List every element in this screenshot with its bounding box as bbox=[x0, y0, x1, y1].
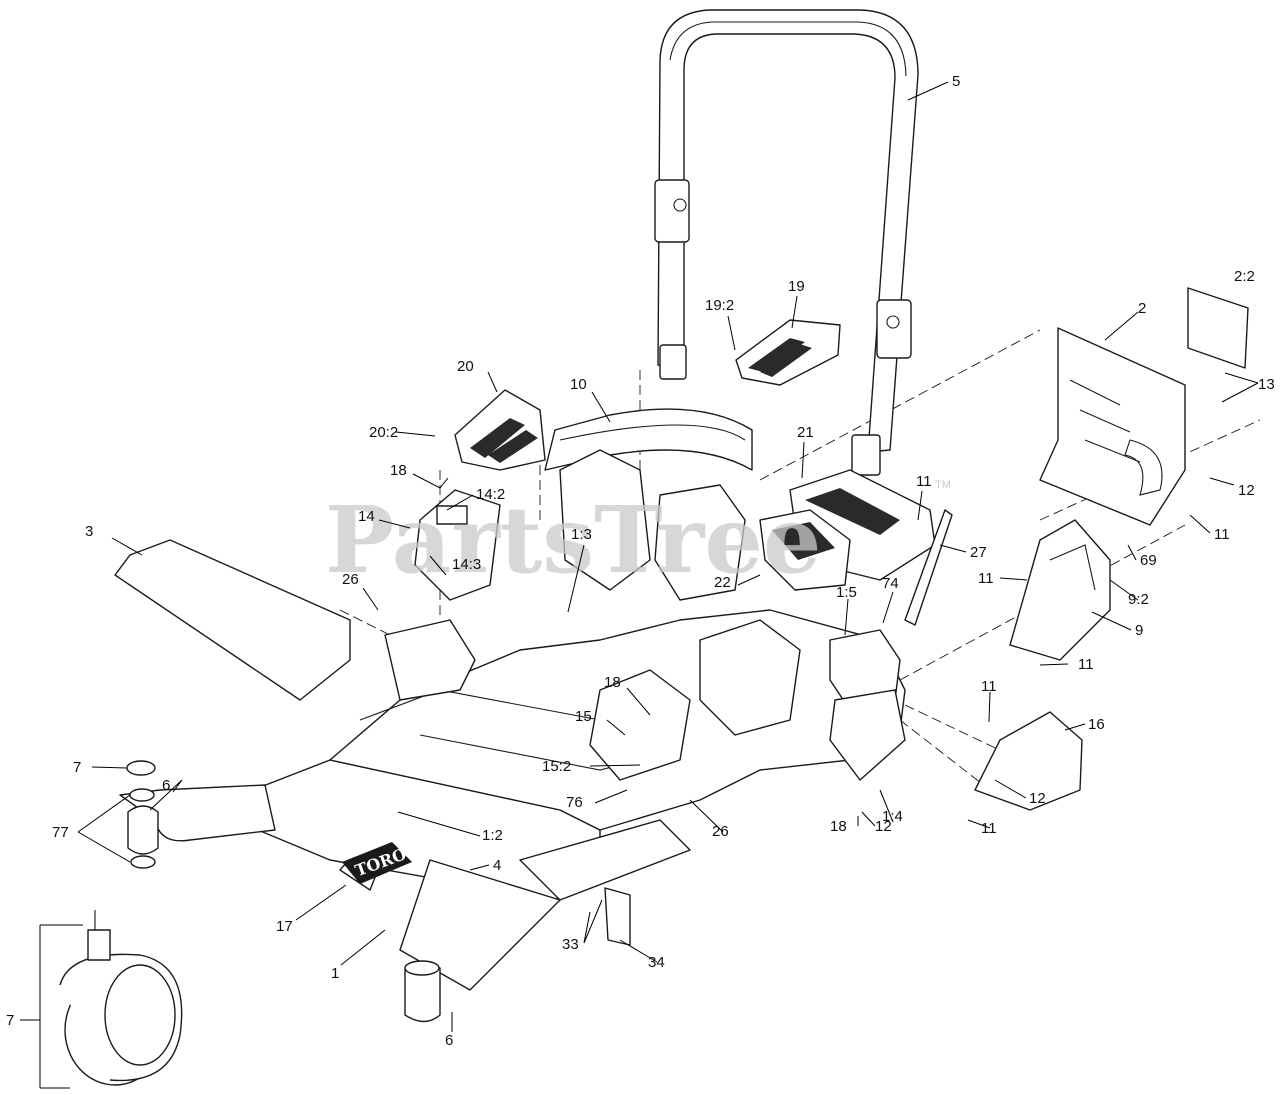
callout-15: 15 bbox=[575, 708, 592, 725]
panel-14-part bbox=[414, 489, 501, 601]
callout-18-b: 18 bbox=[604, 674, 621, 691]
callout-77: 77 bbox=[52, 824, 69, 841]
callout-19-2: 19:2 bbox=[705, 297, 734, 314]
callout-1-3: 1:3 bbox=[571, 526, 592, 543]
callout-3: 3 bbox=[85, 523, 93, 540]
callout-20-2: 20:2 bbox=[369, 424, 398, 441]
callout-26-b: 26 bbox=[712, 823, 729, 840]
callout-2: 2 bbox=[1138, 300, 1146, 317]
callout-7-a: 7 bbox=[73, 759, 81, 776]
callout-1-5: 1:5 bbox=[836, 584, 857, 601]
callout-1-2: 1:2 bbox=[482, 827, 503, 844]
callout-26-a: 26 bbox=[342, 571, 359, 588]
callout-11-a: 11 bbox=[916, 473, 932, 490]
callout-17: 17 bbox=[276, 918, 293, 935]
callout-5: 5 bbox=[952, 73, 960, 90]
leader-lines bbox=[20, 81, 1259, 1089]
callout-15-2: 15:2 bbox=[542, 758, 571, 775]
callout-33: 33 bbox=[562, 936, 579, 953]
callout-14-2: 14:2 bbox=[476, 486, 505, 503]
callout-11-e: 11 bbox=[981, 678, 997, 695]
callout-2-2: 2:2 bbox=[1234, 268, 1255, 285]
callout-1-4: 1:4 bbox=[882, 808, 903, 825]
watermark-tm: TM bbox=[935, 479, 951, 491]
callout-14: 14 bbox=[358, 508, 375, 525]
callout-4: 4 bbox=[493, 857, 501, 874]
plate-34-part bbox=[604, 887, 631, 946]
callout-21: 21 bbox=[797, 424, 814, 441]
bumper-9-part bbox=[1009, 519, 1111, 661]
callout-69: 69 bbox=[1140, 552, 1157, 569]
shield-2-part bbox=[1039, 287, 1249, 526]
watermark: PartsTree TM bbox=[325, 479, 951, 594]
callout-76: 76 bbox=[566, 794, 583, 811]
bracket-19-part bbox=[735, 319, 841, 386]
strip-27-part bbox=[904, 509, 953, 626]
bracket-16-part bbox=[974, 711, 1083, 811]
cover-10-part bbox=[544, 408, 753, 471]
callout-22: 22 bbox=[714, 574, 731, 591]
callout-6-a: 6 bbox=[162, 777, 170, 794]
callout-labels: 5 19 19:2 2:2 2 13 20 10 20:2 21 11 12 1… bbox=[6, 73, 1275, 1049]
watermark-text: PartsTree bbox=[325, 486, 821, 594]
callout-7-b: 7 bbox=[6, 1012, 14, 1029]
callout-20: 20 bbox=[457, 358, 474, 375]
callout-12-b: 12 bbox=[1029, 790, 1046, 807]
callout-1: 1 bbox=[331, 965, 339, 982]
caster-hub-part bbox=[126, 760, 159, 869]
callout-13: 13 bbox=[1258, 376, 1275, 393]
callout-74: 74 bbox=[882, 575, 899, 592]
callout-11-b: 11 bbox=[1214, 526, 1230, 543]
callout-10: 10 bbox=[570, 376, 587, 393]
callout-9-2: 9:2 bbox=[1128, 591, 1149, 608]
main-frame-part bbox=[119, 449, 906, 991]
front-post-part bbox=[404, 960, 441, 1023]
panel-21-22-part bbox=[759, 469, 936, 591]
callout-12-a: 12 bbox=[1238, 482, 1255, 499]
bracket-20-part bbox=[454, 389, 546, 471]
callout-18-a: 18 bbox=[390, 462, 407, 479]
callout-27: 27 bbox=[970, 544, 987, 561]
callout-11-c: 11 bbox=[978, 570, 994, 587]
platform-3-part bbox=[114, 539, 351, 701]
callout-18-c: 18 bbox=[830, 818, 847, 835]
callout-19: 19 bbox=[788, 278, 805, 295]
callout-11-f: 11 bbox=[981, 820, 997, 837]
callout-6-b: 6 bbox=[445, 1032, 453, 1049]
caster-wheel-part bbox=[59, 929, 183, 1086]
callout-34: 34 bbox=[648, 954, 665, 971]
callout-11-d: 11 bbox=[1078, 656, 1094, 673]
roll-bar-part bbox=[654, 9, 919, 476]
callout-12-c: 12 bbox=[875, 818, 892, 835]
callout-16: 16 bbox=[1088, 716, 1105, 733]
callout-14-3: 14:3 bbox=[452, 556, 481, 573]
callout-9: 9 bbox=[1135, 622, 1143, 639]
